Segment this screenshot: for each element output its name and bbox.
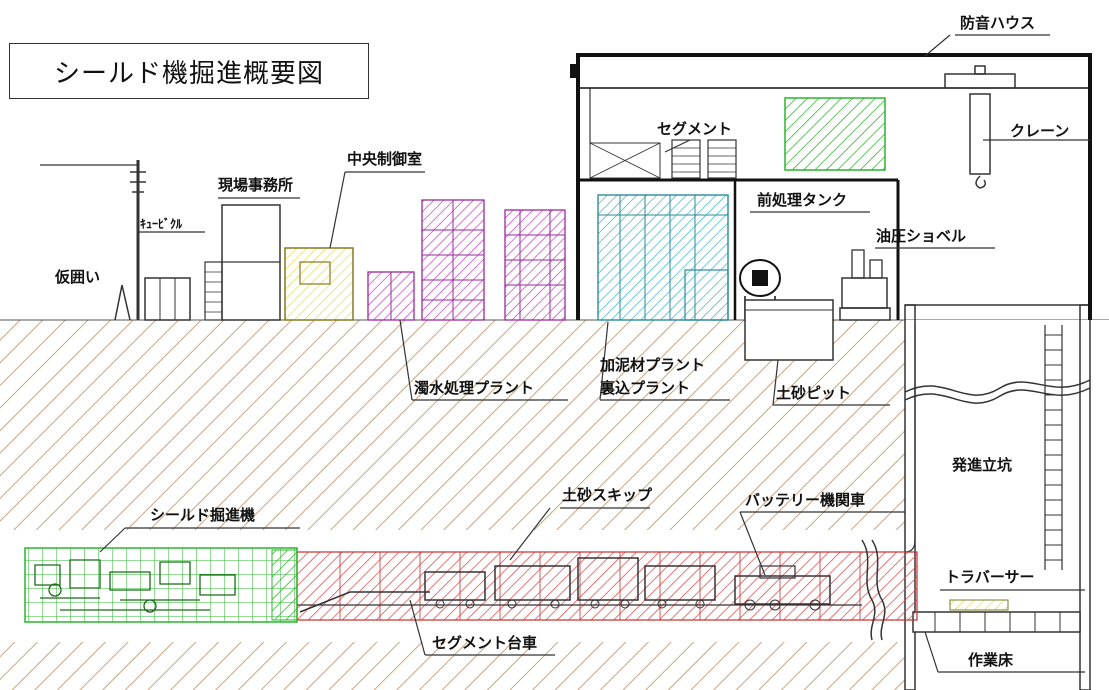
- label-cubicle: ｷｭｰﾋﾞｸﾙ: [140, 216, 183, 231]
- central-control-room: [284, 247, 354, 321]
- label-site-office: 現場事務所: [218, 176, 293, 194]
- soundproof-house: [570, 53, 1092, 320]
- crane: [944, 65, 1016, 189]
- cubicle: [144, 277, 191, 321]
- shaft-deck: [912, 611, 1081, 633]
- site-office: [204, 204, 281, 321]
- label-pretreatment-tank: 前処理タンク: [757, 191, 847, 209]
- label-soil-skip: 土砂スキップ: [562, 486, 653, 504]
- upper-green-unit: [784, 97, 886, 171]
- label-shield-machine: シールド掘進機: [150, 506, 255, 524]
- label-crane: クレーン: [1010, 122, 1069, 140]
- label-turbid-water-plant: 濁水処理プラント: [414, 379, 534, 397]
- tunnel-segments: [296, 539, 918, 641]
- launch-shaft: [904, 304, 1109, 690]
- label-soil-pit: 土砂ピット: [776, 384, 851, 402]
- label-launch-shaft: 発進立坑: [951, 456, 1012, 474]
- hydraulic-shovel: [839, 249, 891, 321]
- label-traverser: トラバーサー: [945, 568, 1035, 586]
- segment-stack: [589, 139, 737, 179]
- label-fence: 仮囲い: [54, 268, 100, 286]
- label-soundproof-house: 防音ハウス: [960, 14, 1035, 32]
- diagram-title: シールド機掘進概要図: [9, 43, 369, 99]
- label-mud-plant-2: 裏込プラント: [599, 379, 690, 397]
- label-segment-cart: セグメント台車: [432, 634, 537, 652]
- label-battery-locomotive: バッテリー機関車: [745, 491, 865, 509]
- label-central-control: 中央制御室: [347, 150, 422, 168]
- soil-pit: [744, 299, 834, 361]
- temporary-fence: [114, 284, 131, 321]
- label-mud-plant-1: 加泥材プラント: [599, 356, 705, 374]
- label-hydraulic-shovel: 油圧ショベル: [876, 227, 966, 245]
- label-work-floor: 作業床: [968, 651, 1014, 669]
- battery-locomotive: [734, 565, 831, 611]
- utility-pole: [40, 160, 146, 320]
- mud-plant: [597, 194, 729, 321]
- turbid-water-plant: [367, 199, 566, 321]
- traverser: [949, 599, 1009, 611]
- soil-skip: [424, 557, 716, 609]
- leader-lines: [99, 34, 1090, 673]
- shaft-ladder: [1044, 325, 1063, 570]
- shield-machine: [24, 547, 298, 623]
- label-segment: セグメント: [657, 120, 732, 138]
